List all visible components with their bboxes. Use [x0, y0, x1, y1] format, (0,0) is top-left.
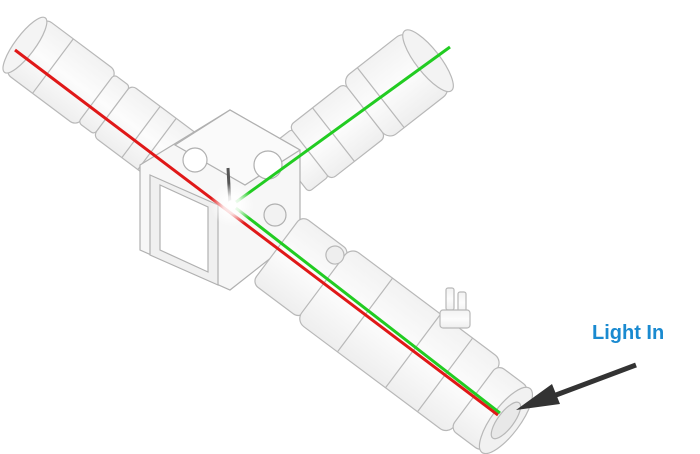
light-in-label: Light In — [592, 322, 665, 344]
green-beam-lower — [231, 203, 501, 415]
red-beam — [14, 48, 499, 417]
arrow-icon — [516, 362, 637, 410]
green-beam-upper — [231, 45, 451, 207]
